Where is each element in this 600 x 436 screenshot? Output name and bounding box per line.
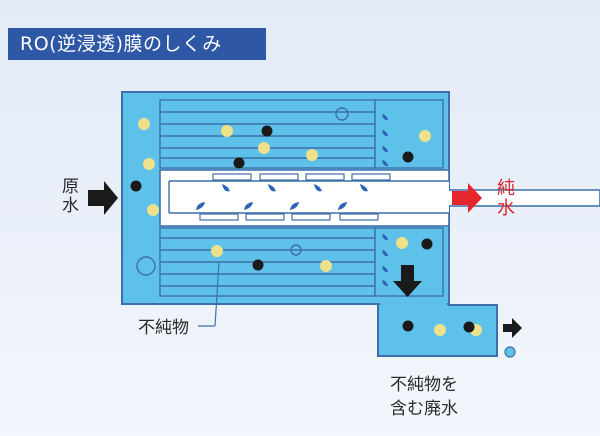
water-drop — [382, 160, 388, 167]
pure-water-label: 純水 — [494, 178, 515, 218]
water-drop — [338, 202, 347, 210]
bubble — [504, 346, 516, 358]
impurity-label: 不純物 — [138, 318, 189, 338]
impurity-black — [261, 125, 273, 137]
water-drop — [196, 202, 205, 210]
waste-outlet-arrow — [503, 318, 522, 338]
waste-water-label-line1: 不純物を — [390, 375, 458, 395]
impurity-yellow — [221, 125, 233, 137]
impurity-yellow — [258, 142, 270, 154]
water-drop — [382, 146, 388, 153]
impurity-yellow — [434, 324, 446, 336]
impurity-yellow — [320, 260, 332, 272]
bubbles — [136, 107, 349, 276]
bubble — [136, 256, 156, 276]
water-drop — [382, 250, 388, 257]
diagram-title: RO(逆浸透)膜のしくみ — [8, 28, 266, 60]
water-drop — [382, 266, 388, 273]
water-drop — [382, 280, 388, 287]
bubble — [335, 107, 349, 121]
membrane-stack-lower — [159, 227, 376, 297]
impurity-yellow — [138, 118, 150, 130]
impurity-yellow — [147, 204, 159, 216]
impurity-black — [402, 151, 414, 163]
raw-water-inlet-arrow — [88, 181, 118, 215]
impurity-black — [463, 321, 475, 333]
water-drop — [290, 202, 299, 210]
water-drop — [222, 184, 230, 192]
waste-water-label-line2: 含む廃水 — [390, 399, 458, 419]
impurity-yellow — [306, 149, 318, 161]
water-drop — [382, 234, 388, 241]
water-drop — [382, 130, 388, 137]
bubble — [290, 244, 302, 256]
water-drops — [196, 114, 388, 287]
impurity-yellow — [143, 158, 155, 170]
water-drop — [314, 184, 322, 192]
pure-water-outlet-arrow — [452, 183, 482, 213]
raw-water-label: 原水 — [58, 177, 78, 215]
impurity-yellow — [419, 130, 431, 142]
impurity-black — [421, 238, 433, 250]
impurity-black — [252, 259, 264, 271]
water-drop — [244, 202, 253, 210]
membrane-slits-top — [212, 173, 391, 181]
impurity-yellow — [211, 245, 223, 257]
impurity-black — [402, 320, 414, 332]
membrane-slits-bottom — [199, 213, 379, 221]
impurity-yellow — [396, 237, 408, 249]
impurities-black — [130, 125, 475, 333]
water-drop — [382, 114, 388, 121]
water-drop — [360, 184, 368, 192]
waste-down-arrow — [393, 265, 422, 297]
impurity-black — [130, 180, 142, 192]
impurity-black — [233, 157, 245, 169]
water-drop — [268, 184, 276, 192]
